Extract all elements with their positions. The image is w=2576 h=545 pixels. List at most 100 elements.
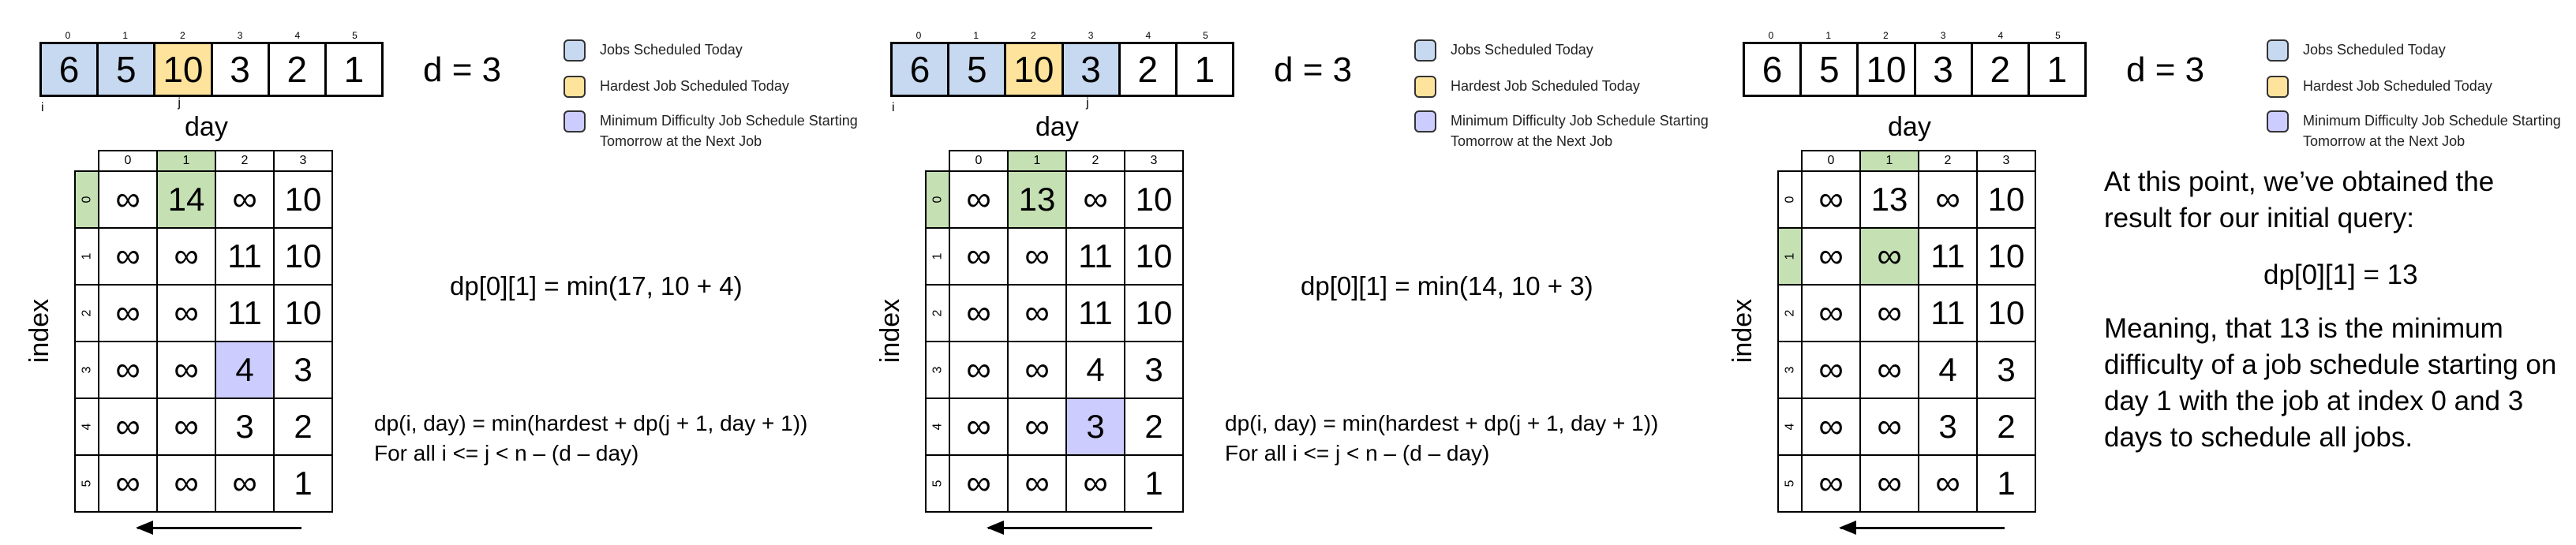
left-arrow bbox=[987, 521, 1152, 535]
job-cell: 5 bbox=[99, 44, 156, 95]
dp-cell: 11 bbox=[1918, 284, 1978, 342]
job-cell: 1 bbox=[343, 49, 365, 90]
conclusion-result: dp[0][1] = 13 bbox=[2263, 259, 2418, 290]
legend-item: Minimum Difficulty Job Schedule Starting… bbox=[564, 110, 879, 151]
col-header: 0 bbox=[98, 150, 158, 172]
dp-cell: ∞ bbox=[1801, 227, 1861, 286]
job-cell: 10 bbox=[1859, 44, 1916, 95]
legend-swatch bbox=[2267, 39, 2289, 62]
col-header: 1 bbox=[156, 150, 216, 172]
legend-item: Minimum Difficulty Job Schedule Starting… bbox=[1414, 110, 1730, 151]
pointer-j: j bbox=[1086, 96, 1089, 110]
row-header-label: 4 bbox=[80, 423, 93, 431]
job-cell: 3 bbox=[1063, 44, 1121, 95]
index-axis-label: index bbox=[875, 298, 906, 364]
legend-swatch bbox=[564, 76, 586, 98]
dp-cell: ∞ bbox=[156, 398, 216, 456]
row-header: 0 bbox=[925, 170, 950, 229]
job-index-label: 1 bbox=[973, 30, 979, 41]
dp-formula: dp[0][1] = min(17, 10 + 4) bbox=[450, 271, 743, 300]
dp-cell: 2 bbox=[273, 398, 333, 456]
dp-cell: ∞ bbox=[1801, 170, 1861, 229]
job-cell: 10 bbox=[1006, 44, 1064, 95]
left-arrow bbox=[1839, 521, 2005, 535]
table-corner bbox=[1778, 151, 1802, 171]
dp-cell: 11 bbox=[1065, 227, 1125, 286]
row-header: 5 bbox=[74, 454, 99, 513]
dp-row: 0∞13∞10 bbox=[1777, 170, 2036, 229]
job-index-label: 0 bbox=[1768, 30, 1774, 41]
day-axis-label: day bbox=[185, 112, 228, 142]
table-corner bbox=[926, 151, 949, 171]
dp-cell: 1 bbox=[1976, 454, 2036, 513]
legend-label: Minimum Difficulty Job Schedule Starting… bbox=[2303, 113, 2561, 149]
col-header: 3 bbox=[1976, 150, 2036, 172]
legend-label: Hardest Job Scheduled Today bbox=[600, 78, 789, 94]
dp-row: 5∞∞∞1 bbox=[74, 454, 333, 513]
row-header-label: 4 bbox=[930, 423, 944, 431]
dp-cell: 2 bbox=[1976, 398, 2036, 456]
dp-cell: ∞ bbox=[1007, 454, 1067, 513]
dp-cell: ∞ bbox=[1859, 398, 1919, 456]
dp-cell: 14 bbox=[156, 170, 216, 229]
dp-cell: ∞ bbox=[98, 454, 158, 513]
dp-cell: ∞ bbox=[949, 170, 1009, 229]
d-value: d = 3 bbox=[423, 50, 502, 89]
col-header: 2 bbox=[1918, 150, 1978, 172]
dp-cell: 3 bbox=[1976, 341, 2036, 399]
row-header-label: 2 bbox=[1783, 309, 1796, 317]
dp-cell: ∞ bbox=[98, 341, 158, 399]
d-value: d = 3 bbox=[1274, 50, 1353, 89]
legend-swatch bbox=[1414, 76, 1436, 98]
pointer-i: i bbox=[892, 101, 895, 114]
dp-row: 5∞∞∞1 bbox=[1777, 454, 2036, 513]
legend-swatch bbox=[2267, 110, 2289, 133]
row-header: 2 bbox=[925, 284, 950, 342]
day-axis-label: day bbox=[1888, 112, 1931, 142]
dp-cell: 3 bbox=[1124, 341, 1184, 399]
dp-cell: ∞ bbox=[949, 341, 1009, 399]
job-index-label: 3 bbox=[1940, 30, 1946, 41]
dp-cell: 10 bbox=[1976, 284, 2036, 342]
legend-item: Jobs Scheduled Today bbox=[2267, 39, 2576, 62]
row-header: 4 bbox=[74, 398, 99, 456]
legend-label: Minimum Difficulty Job Schedule Starting… bbox=[600, 113, 858, 149]
dp-cell: 1 bbox=[1124, 454, 1184, 513]
index-axis-label: index bbox=[1728, 298, 1758, 364]
dp-cell: ∞ bbox=[215, 454, 275, 513]
dp-cell: ∞ bbox=[215, 170, 275, 229]
dp-cell: 13 bbox=[1859, 170, 1919, 229]
day-axis-label: day bbox=[1035, 112, 1079, 142]
job-cell: 5 bbox=[1802, 44, 1859, 95]
job-index-label: 4 bbox=[294, 30, 301, 41]
dp-cell: 11 bbox=[1065, 284, 1125, 342]
job-index-label: 2 bbox=[1883, 30, 1889, 41]
legend-label: Jobs Scheduled Today bbox=[2303, 42, 2446, 58]
job-cell: 10 bbox=[155, 44, 213, 95]
job-index-label: 0 bbox=[915, 30, 922, 41]
legend-swatch bbox=[1414, 39, 1436, 62]
row-header: 2 bbox=[74, 284, 99, 342]
row-header-label: 1 bbox=[80, 252, 93, 260]
dp-cell: ∞ bbox=[1859, 341, 1919, 399]
job-index-label: 1 bbox=[122, 30, 129, 41]
row-header: 4 bbox=[925, 398, 950, 456]
dp-cell: ∞ bbox=[949, 284, 1009, 342]
job-index-label: 5 bbox=[1203, 30, 1208, 41]
dp-cell: 4 bbox=[1065, 341, 1125, 399]
row-header-label: 2 bbox=[930, 309, 944, 317]
dp-cell: ∞ bbox=[98, 284, 158, 342]
legend-item: Minimum Difficulty Job Schedule Starting… bbox=[2267, 110, 2576, 151]
row-header: 0 bbox=[1777, 170, 1803, 229]
row-header: 4 bbox=[1777, 398, 1803, 456]
dp-row: 5∞∞∞1 bbox=[925, 454, 1184, 513]
